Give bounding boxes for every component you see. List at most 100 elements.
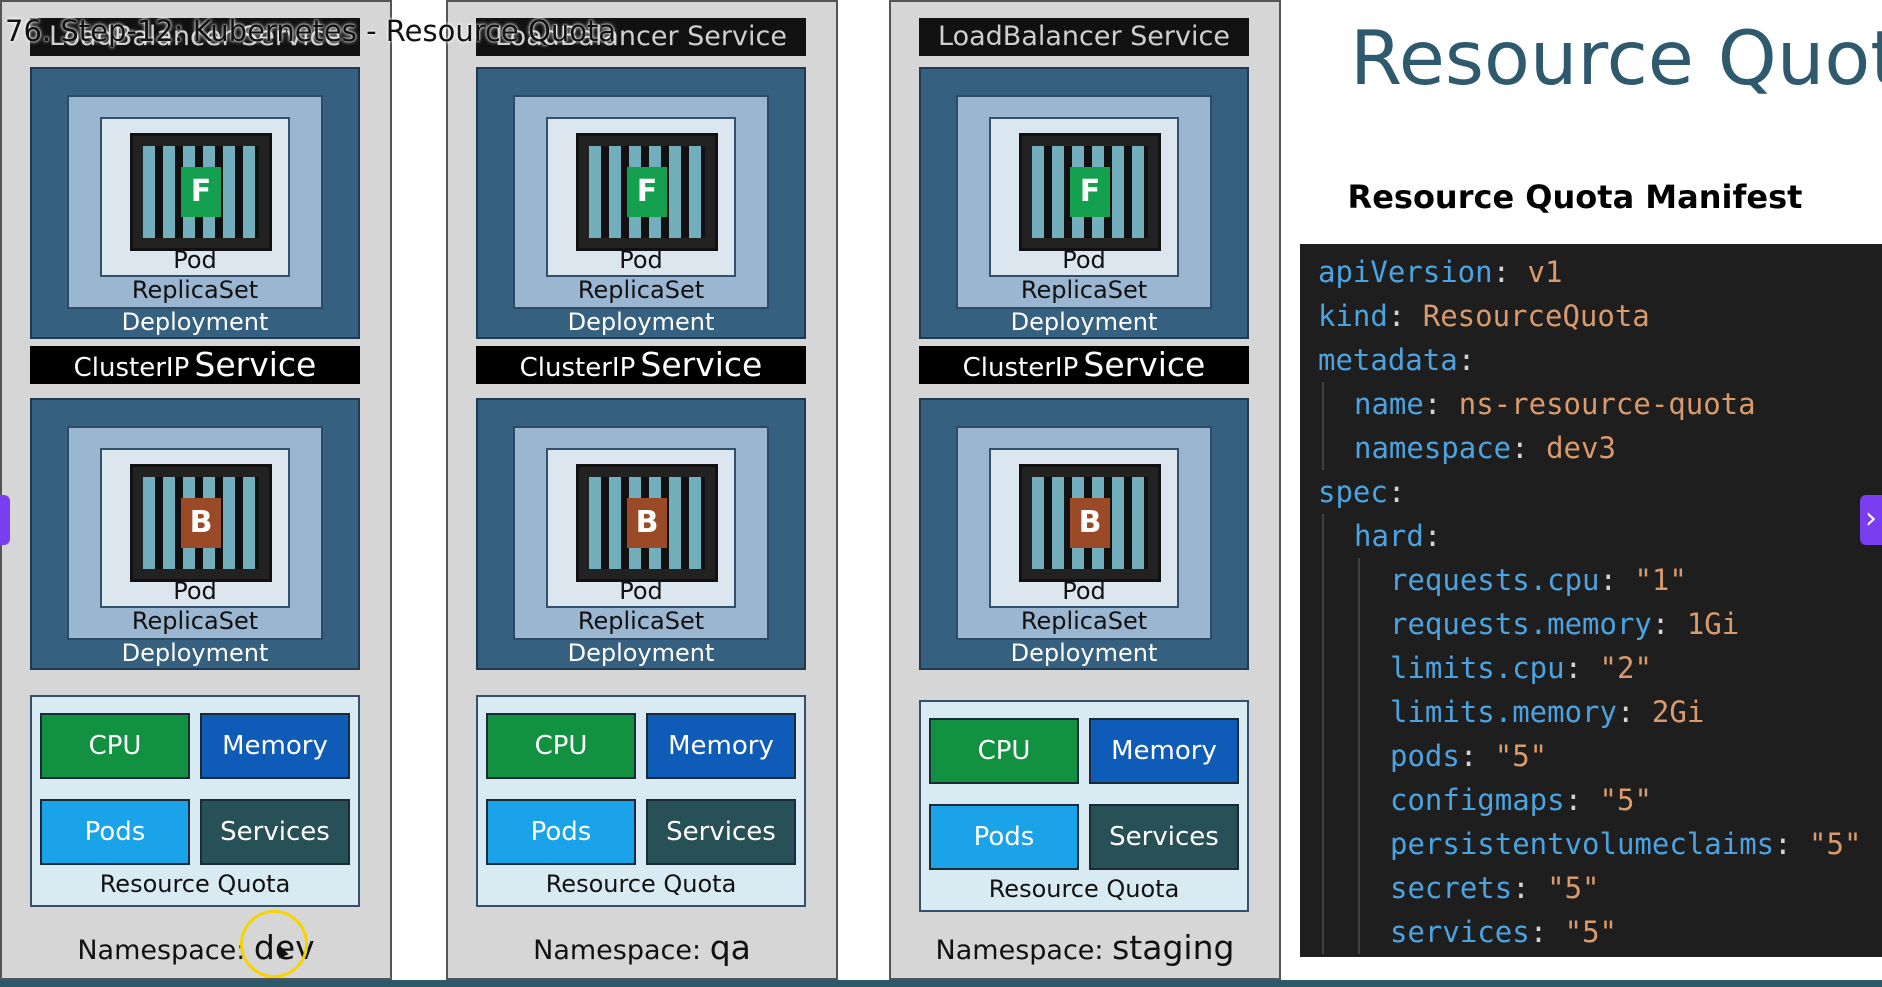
memory-quota-tile: Memory — [646, 713, 796, 779]
namespace-value: staging — [1112, 928, 1235, 967]
yaml-colon: : — [1511, 431, 1547, 465]
clusterip-service-label: ClusterIP Service — [919, 346, 1249, 384]
yaml-key: configmaps — [1390, 783, 1565, 817]
code-line: secrets: "5" — [1300, 866, 1882, 910]
loadbalancer-service-label: LoadBalancer Service — [30, 18, 360, 56]
container-icon: F — [576, 133, 718, 251]
clusterip-prefix: ClusterIP — [519, 353, 636, 383]
loadbalancer-service-label: LoadBalancer Service — [476, 18, 806, 56]
cpu-quota-tile: CPU — [40, 713, 190, 779]
yaml-key: kind — [1318, 299, 1388, 333]
code-line: limits.cpu: "2" — [1300, 646, 1882, 690]
resource-quota-label: Resource Quota — [99, 870, 291, 898]
deployment-label: Deployment — [567, 639, 715, 667]
code-line: metadata: — [1300, 338, 1882, 382]
services-quota-tile: Services — [646, 799, 796, 865]
next-slide-button[interactable]: › — [1860, 495, 1882, 545]
service-word: Service — [640, 345, 763, 384]
replicaset-label: ReplicaSet — [1020, 276, 1148, 304]
mouse-cursor-icon — [240, 910, 308, 978]
code-line: apiVersion: v1 — [1300, 250, 1882, 294]
bottom-border — [0, 980, 1882, 987]
backend-app-icon: B — [181, 498, 221, 548]
pods-quota-tile: Pods — [486, 799, 636, 865]
yaml-colon: : — [1616, 695, 1652, 729]
cpu-quota-tile: CPU — [929, 718, 1079, 784]
yaml-key: pods — [1390, 739, 1460, 773]
container-icon: F — [130, 133, 272, 251]
code-line: pods: "5" — [1300, 734, 1882, 778]
yaml-value: "2" — [1599, 651, 1652, 685]
yaml-key: spec — [1318, 475, 1388, 509]
replicaset-label: ReplicaSet — [131, 607, 259, 635]
yaml-colon: : — [1599, 563, 1635, 597]
pod-label: Pod — [173, 246, 217, 274]
clusterip-service-label: ClusterIP Service — [30, 346, 360, 384]
yaml-key: apiVersion — [1318, 255, 1493, 289]
loadbalancer-service-label: LoadBalancer Service — [919, 18, 1249, 56]
clusterip-service-label: ClusterIP Service — [476, 346, 806, 384]
resource-quota-label: Resource Quota — [988, 875, 1180, 903]
indent-guide — [1358, 558, 1360, 954]
services-quota-tile: Services — [200, 799, 350, 865]
yaml-value: ResourceQuota — [1422, 299, 1650, 333]
namespace-value: qa — [709, 928, 751, 967]
pods-quota-tile: Pods — [40, 799, 190, 865]
replicaset-label: ReplicaSet — [577, 276, 705, 304]
namespace-label: Namespace: qa — [446, 925, 838, 971]
memory-quota-tile: Memory — [1089, 718, 1239, 784]
replicaset-label: ReplicaSet — [577, 607, 705, 635]
yaml-colon: : — [1387, 475, 1406, 509]
pod-label: Pod — [619, 246, 663, 274]
cpu-quota-tile: CPU — [486, 713, 636, 779]
services-quota-tile: Services — [1089, 804, 1239, 870]
yaml-key: persistentvolumeclaims — [1390, 827, 1775, 861]
memory-quota-tile: Memory — [200, 713, 350, 779]
namespace-label: Namespace: staging — [889, 925, 1281, 971]
pod-label: Pod — [1062, 246, 1106, 274]
yaml-colon: : — [1529, 915, 1565, 949]
yaml-key: name — [1354, 387, 1424, 421]
code-line: persistentvolumeclaims: "5" — [1300, 822, 1882, 866]
yaml-colon: : — [1564, 783, 1600, 817]
yaml-key: limits.cpu — [1390, 651, 1565, 685]
resource-quota-label: Resource Quota — [545, 870, 737, 898]
backend-app-icon: B — [1070, 498, 1110, 548]
manifest-heading: Resource Quota Manifest — [1347, 178, 1803, 216]
yaml-key: hard — [1354, 519, 1424, 553]
code-line: namespace: dev3 — [1300, 426, 1882, 470]
code-line: requests.memory: 1Gi — [1300, 602, 1882, 646]
code-line: spec: — [1300, 470, 1882, 514]
pod-label: Pod — [619, 577, 663, 605]
yaml-key: services — [1390, 915, 1530, 949]
namespace-prefix: Namespace: — [77, 935, 246, 966]
pod-label: Pod — [173, 577, 217, 605]
namespace-label: Namespace: dev — [0, 925, 392, 971]
yaml-colon: : — [1651, 607, 1687, 641]
deployment-label: Deployment — [567, 308, 715, 336]
prev-slide-button[interactable] — [0, 495, 10, 545]
indent-guide — [1322, 514, 1324, 954]
yaml-value: "5" — [1494, 739, 1548, 773]
yaml-colon: : — [1512, 871, 1548, 905]
yaml-colon: : — [1387, 299, 1423, 333]
clusterip-prefix: ClusterIP — [73, 353, 190, 383]
yaml-key: requests.memory — [1390, 607, 1652, 641]
yaml-value: "5" — [1564, 915, 1617, 949]
yaml-value: ns-resource-quota — [1458, 387, 1756, 421]
replicaset-label: ReplicaSet — [131, 276, 259, 304]
code-line: kind: ResourceQuota — [1300, 294, 1882, 338]
video-title: 76. Step-12: Kubernetes - Resource Quota — [5, 14, 617, 48]
yaml-colon: : — [1774, 827, 1810, 861]
container-icon: B — [1019, 464, 1161, 582]
frontend-app-icon: F — [1070, 167, 1110, 217]
service-word: Service — [1083, 345, 1206, 384]
deployment-label: Deployment — [1010, 639, 1158, 667]
yaml-colon: : — [1457, 343, 1476, 377]
backend-app-icon: B — [627, 498, 667, 548]
yaml-value: v1 — [1527, 255, 1563, 289]
deployment-label: Deployment — [121, 308, 269, 336]
yaml-value: 2Gi — [1651, 695, 1705, 729]
deployment-label: Deployment — [1010, 308, 1158, 336]
